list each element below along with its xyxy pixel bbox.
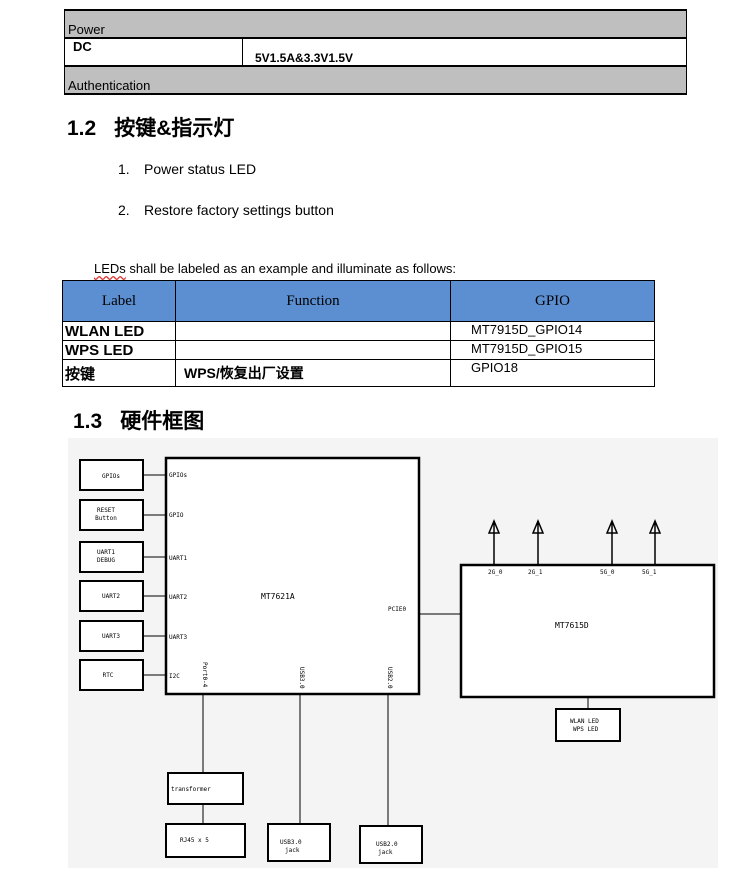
section-number: 1.3: [73, 410, 103, 433]
dc-value: 5V1.5A&3.3V1.5V: [242, 37, 687, 67]
antenna-icon: [648, 519, 662, 565]
section-1-2-heading: 1.2 按键&指示灯: [67, 112, 234, 142]
svg-text:Port0-4: Port0-4: [201, 662, 208, 688]
usb3-jack-box: [267, 823, 331, 862]
rtc-box: [79, 659, 144, 691]
gpios-box-label: GPIOs: [102, 473, 120, 480]
authentication-header: Authentication: [64, 65, 687, 95]
svg-text:UART3: UART3: [169, 634, 187, 641]
svg-text:RESET: RESET: [97, 507, 115, 514]
svg-text:5G_1: 5G_1: [642, 569, 657, 576]
svg-text:Button: Button: [95, 515, 117, 522]
svg-text:2G_0: 2G_0: [488, 569, 503, 576]
svg-text:RTC: RTC: [103, 672, 114, 679]
section-number: 1.2: [67, 117, 97, 140]
svg-text:UART2: UART2: [102, 593, 120, 600]
pcie0-label: PCIE0: [388, 606, 406, 613]
svg-text:GPIOs: GPIOs: [169, 472, 187, 479]
svg-text:I2C: I2C: [169, 673, 180, 680]
svg-text:5G_0: 5G_0: [600, 569, 615, 576]
hardware-block-diagram: GPIOs RESET Button UART1 DEBUG UART2 UAR…: [68, 438, 718, 868]
uart3-box: [79, 620, 144, 652]
table-row: 按键 WPS/恢复出厂设置 GPIO18: [62, 359, 655, 387]
dc-label: DC: [64, 37, 243, 67]
table-row: WPS LED MT7915D_GPIO15: [62, 340, 655, 360]
svg-text:jack: jack: [378, 849, 393, 856]
svg-text:DEBUG: DEBUG: [97, 557, 115, 564]
svg-text:UART2: UART2: [169, 594, 187, 601]
led-table: Label Function GPIO WLAN LED MT7915D_GPI…: [62, 280, 655, 387]
section-title: 硬件框图: [120, 410, 205, 433]
svg-text:USB3.0: USB3.0: [298, 667, 305, 689]
section-title: 按键&指示灯: [114, 117, 235, 140]
svg-text:UART1: UART1: [169, 555, 187, 562]
usb2-jack-box: [359, 825, 423, 864]
soc-label: MT7621A: [261, 592, 295, 601]
list-item: 1.Power status LED: [118, 161, 257, 177]
led-note: LEDs shall be labeled as an example and …: [94, 261, 457, 276]
svg-text:WLAN LED: WLAN LED: [570, 718, 599, 725]
antenna-icon: [605, 519, 619, 565]
col-header-gpio: GPIO: [450, 280, 655, 322]
transformer-box: [167, 772, 244, 805]
col-header-function: Function: [175, 280, 451, 322]
svg-text:2G_1: 2G_1: [528, 569, 543, 576]
svg-text:USB3.0: USB3.0: [280, 839, 302, 846]
svg-text:UART1: UART1: [97, 549, 115, 556]
spec-table: Power DC 5V1.5A&3.3V1.5V Authentication: [64, 9, 687, 95]
col-header-label: Label: [62, 280, 176, 322]
mt7615d-box: [459, 563, 716, 699]
svg-text:RJ45 x 5: RJ45 x 5: [180, 837, 209, 844]
list-item: 2.Restore factory settings button: [118, 202, 334, 218]
power-header: Power: [64, 9, 687, 39]
svg-text:transformer: transformer: [171, 786, 211, 793]
svg-text:USB2.0: USB2.0: [376, 841, 398, 848]
svg-text:WPS LED: WPS LED: [573, 726, 599, 733]
uart2-box: [79, 580, 144, 612]
antenna-icon: [531, 519, 545, 565]
svg-text:jack: jack: [285, 847, 300, 854]
section-1-3-heading: 1.3 硬件框图: [73, 405, 204, 435]
gpios-box: [79, 459, 144, 491]
svg-text:USB2.0: USB2.0: [386, 667, 393, 689]
mt7621a-soc-box: [164, 456, 421, 696]
wlan-wps-led-box: [555, 708, 621, 742]
antenna-icon: [487, 519, 501, 565]
svg-text:UART3: UART3: [102, 633, 120, 640]
rj45-box: [165, 823, 246, 858]
uart1-debug-box: [79, 541, 144, 573]
wifi-chip-label: MT7615D: [555, 621, 589, 630]
reset-button-box: [79, 499, 144, 531]
table-row: WLAN LED MT7915D_GPIO14: [62, 321, 655, 341]
svg-text:GPIO: GPIO: [169, 512, 184, 519]
